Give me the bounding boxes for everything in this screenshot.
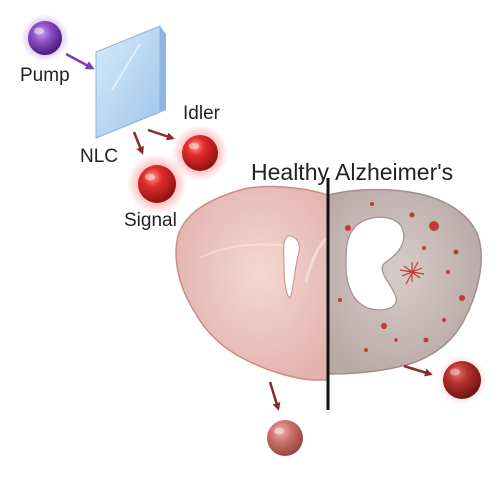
healthy-ventricle xyxy=(283,235,300,299)
idler-photon xyxy=(172,125,228,181)
nlc-label: NLC xyxy=(80,146,119,167)
pump-label: Pump xyxy=(20,65,70,86)
nlc-crystal xyxy=(95,25,166,139)
signal-photon xyxy=(127,154,187,214)
amyloid-plaques xyxy=(338,202,465,352)
signal-label: Signal xyxy=(124,210,177,231)
alzheimers-ventricle xyxy=(345,216,405,311)
idler-label: Idler xyxy=(183,103,220,124)
healthy-brain-slice xyxy=(175,185,329,381)
signal-arrow xyxy=(132,131,144,155)
alzheimers-brain-slice xyxy=(327,188,482,375)
healthy-output-arrow xyxy=(268,381,281,411)
healthy-label: Healthy xyxy=(251,159,329,185)
healthy-output-photon xyxy=(267,420,303,456)
alzheimers-output-photon xyxy=(437,355,487,405)
idler-arrow xyxy=(147,128,175,141)
pump-arrow xyxy=(65,52,95,70)
pump-photon xyxy=(21,14,69,62)
alzheimers-label: Alzheimer's xyxy=(335,159,454,185)
tau-tangle xyxy=(399,261,425,285)
alzheimers-output-arrow xyxy=(403,364,433,377)
